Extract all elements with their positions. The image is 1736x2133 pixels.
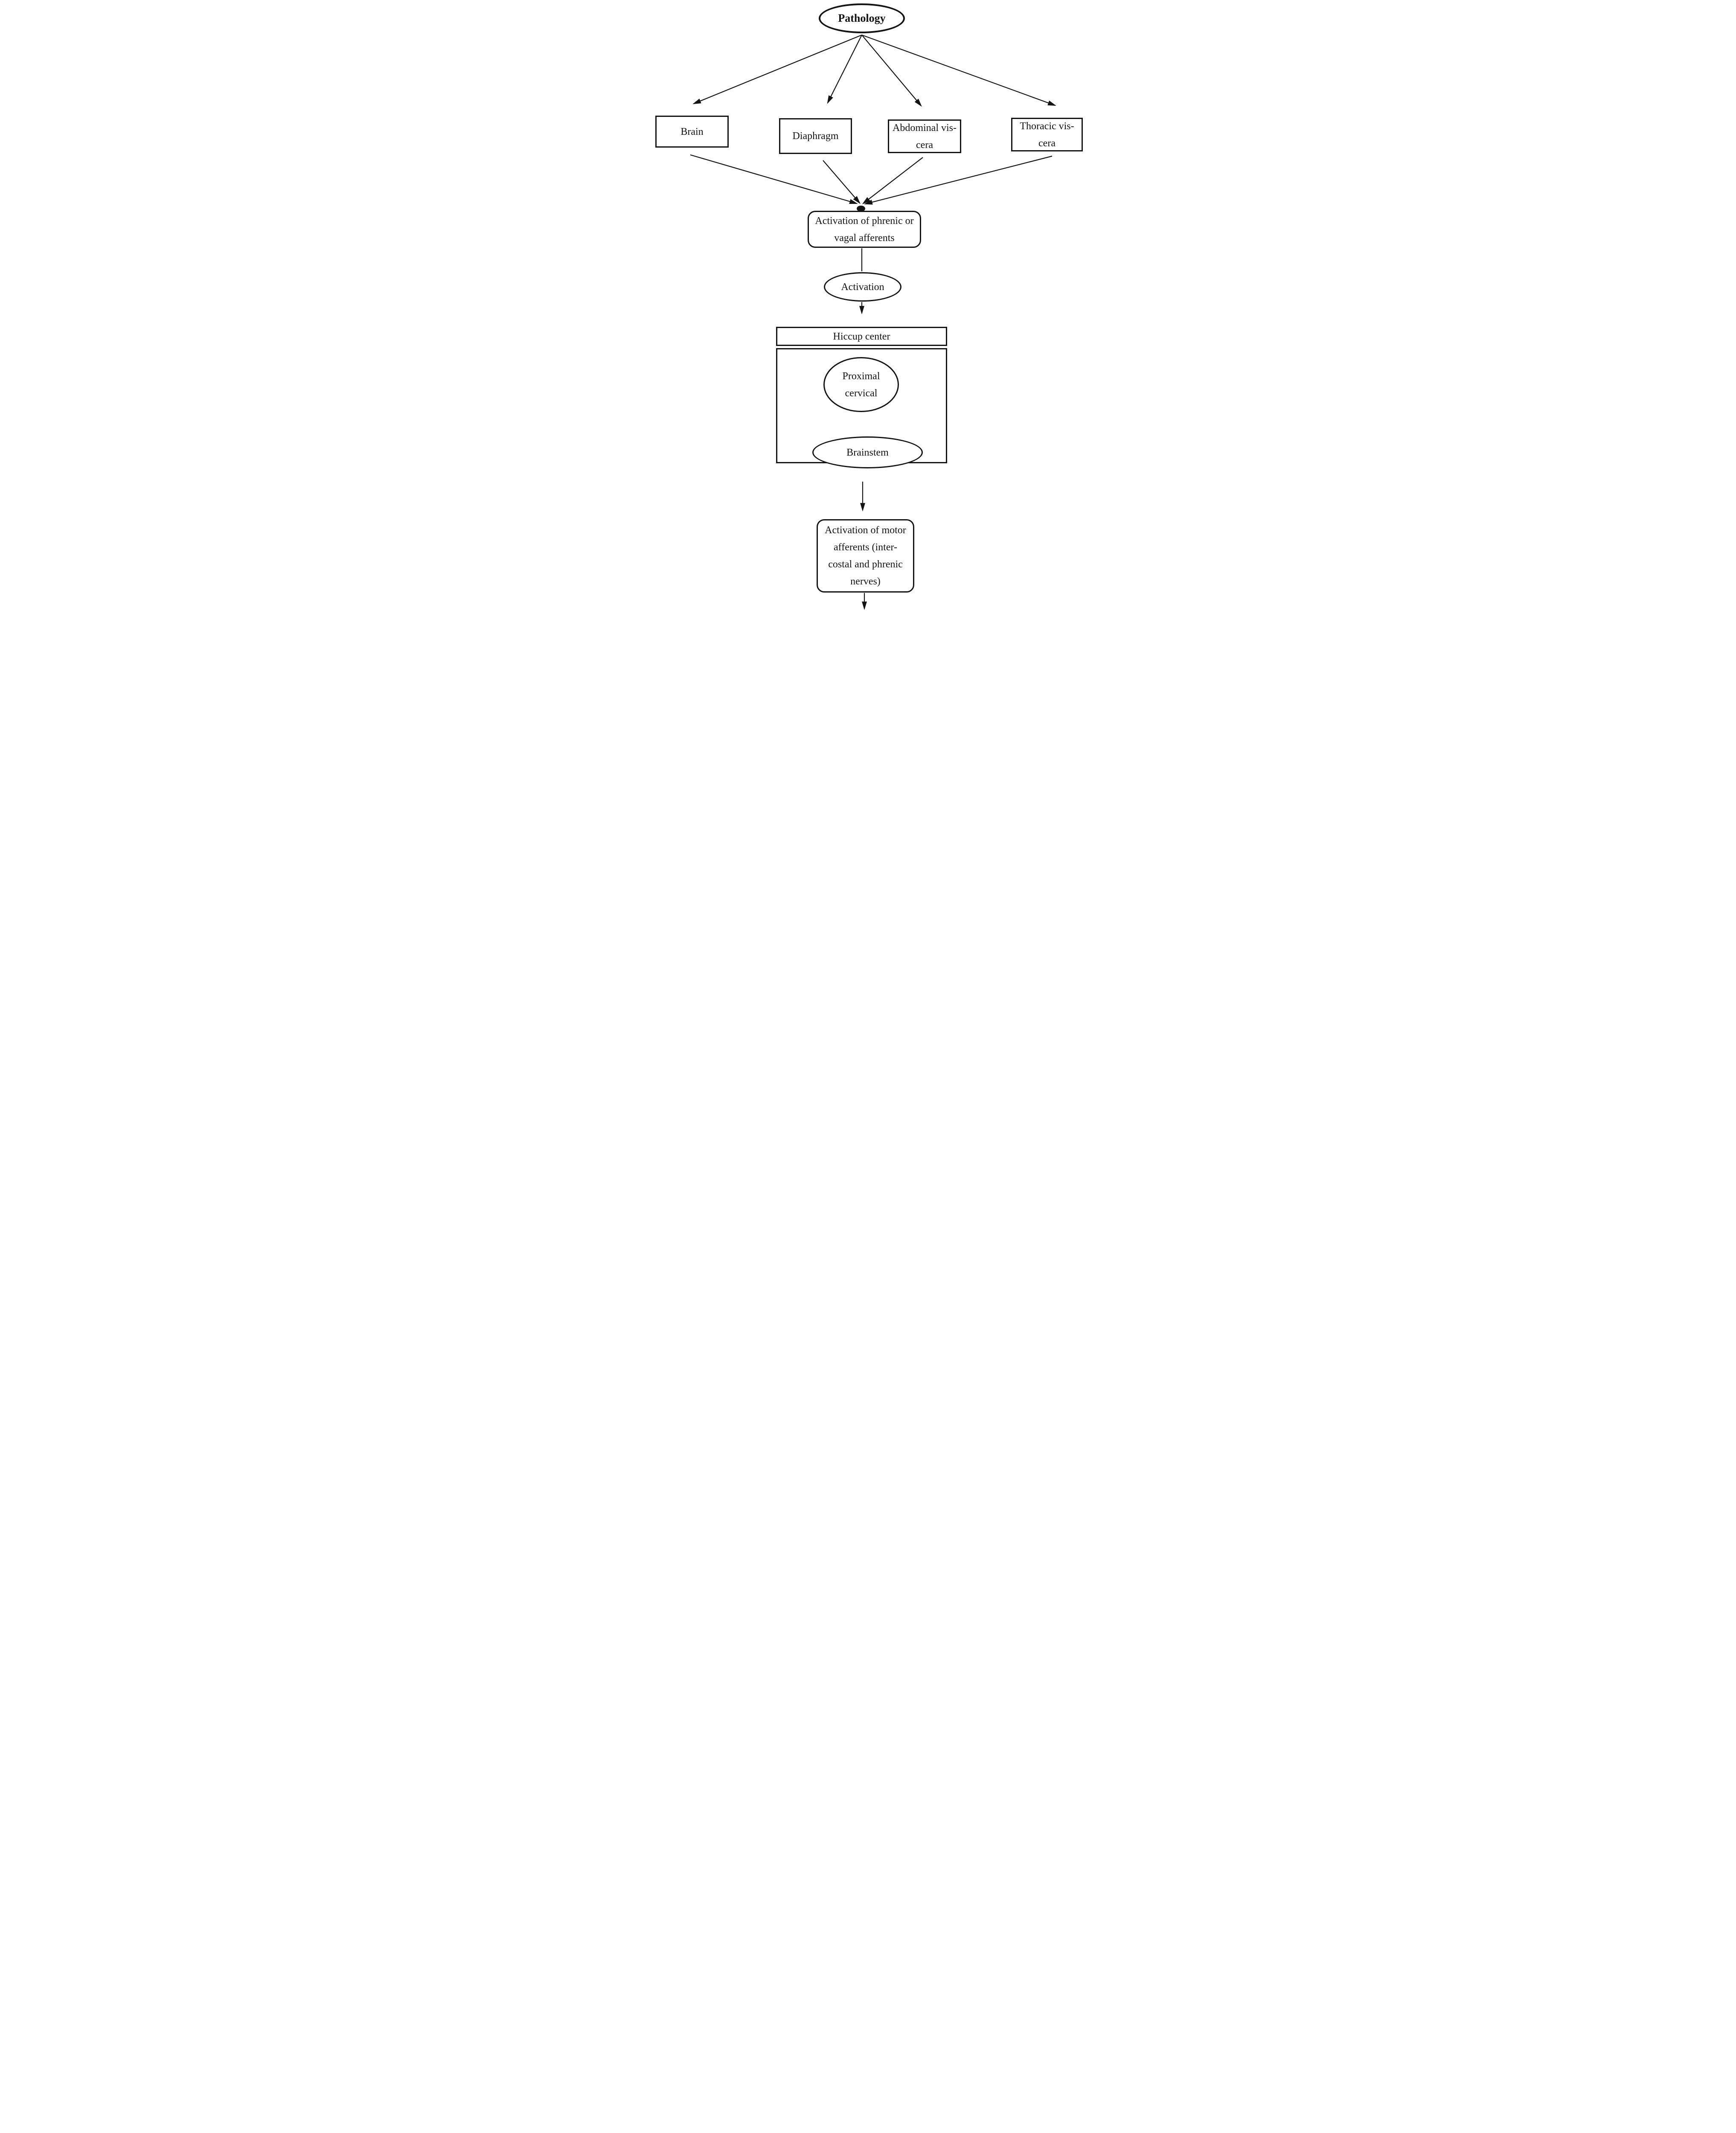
node-pathology: Pathology [819, 3, 905, 33]
arrow-diaphragm-to-junction [823, 160, 861, 204]
node-activation: Activation [824, 272, 901, 302]
arrow-thoracic-viscera-to-junction [864, 155, 1053, 205]
node-hiccup-center-label: Hiccup center [833, 331, 890, 342]
node-pathology-label: Pathology [838, 12, 886, 24]
node-diaphragm: Diaphragm [779, 118, 852, 154]
node-hiccup-center: Hiccup center [776, 327, 947, 346]
arrow-pathology-to-diaphragm [827, 35, 862, 104]
node-proximal-cervical: Proximal cervical [823, 357, 899, 412]
node-diaphragm-label: Diaphragm [792, 131, 839, 142]
junction-dot [857, 206, 865, 212]
connector-layer [690, 34, 1056, 610]
arrow-pathology-to-thoracic-viscera [861, 34, 1056, 106]
node-abdominal-viscera-label: Abdominal vis- cera [893, 122, 957, 151]
node-brain: Brain [655, 116, 729, 148]
node-brainstem-label: Brainstem [846, 447, 889, 458]
arrow-pathology-to-brain [692, 34, 862, 105]
node-motor-afferents-label: Activation of motor afferents (inter- co… [825, 525, 906, 587]
arrow-brain-to-junction [690, 154, 858, 204]
node-activation-label: Activation [841, 281, 884, 293]
arrow-abdominal-viscera-to-junction [862, 157, 923, 204]
node-thoracic-viscera: Thoracic vis- cera [1011, 118, 1083, 151]
node-proximal-cervical-label: Proximal cervical [842, 370, 880, 399]
node-abdominal-viscera: Abdominal vis- cera [888, 119, 961, 153]
node-thoracic-viscera-label: Thoracic vis- cera [1020, 120, 1074, 149]
node-phrenic-vagal-afferents: Activation of phrenic or vagal afferents [808, 211, 921, 248]
arrow-pathology-to-abdominal-viscera [861, 35, 922, 107]
flowchart-canvas: Pathology Brain Diaphragm Abdominal vis-… [651, 0, 1085, 614]
node-phrenic-vagal-afferents-label: Activation of phrenic or vagal afferents [815, 215, 914, 244]
node-brainstem: Brainstem [812, 436, 923, 468]
node-brain-label: Brain [680, 126, 704, 137]
node-motor-afferents: Activation of motor afferents (inter- co… [817, 519, 914, 593]
